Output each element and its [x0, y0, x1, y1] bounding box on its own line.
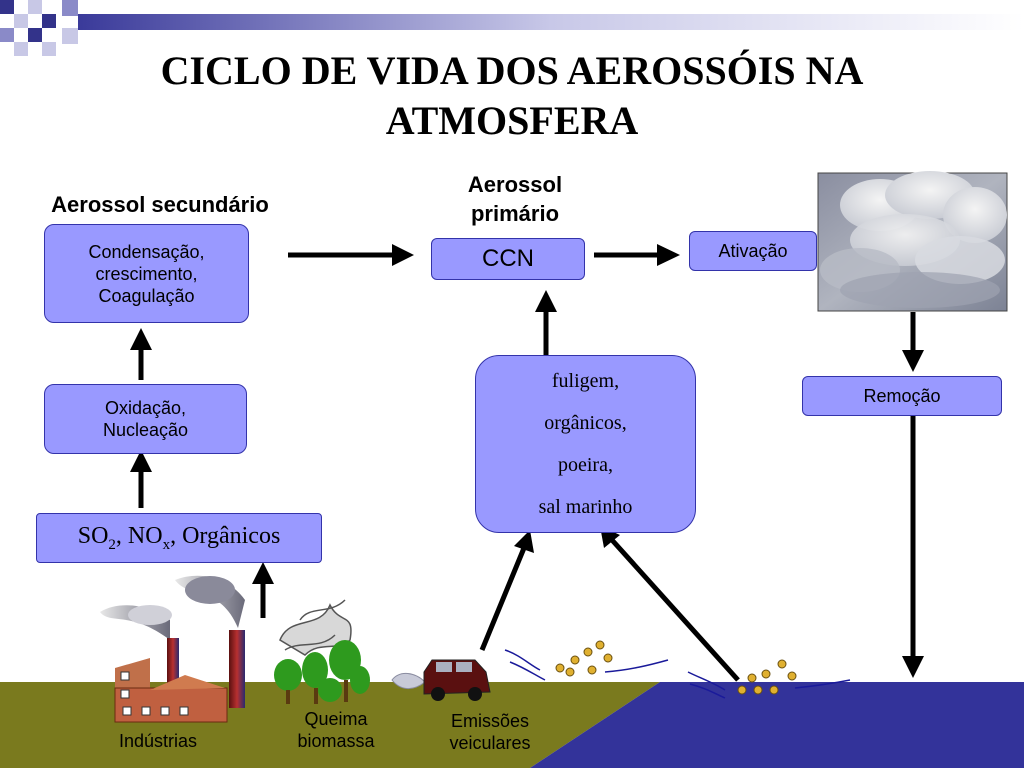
heading-primary-line-1: Aerossol	[467, 172, 563, 197]
condensacao-line-3: Coagulação	[98, 285, 195, 306]
top-bar	[78, 14, 1024, 30]
no-text: , NO	[115, 522, 163, 549]
cloud-image	[817, 171, 1008, 312]
so-subscript: 2	[108, 536, 116, 553]
wind-arrows	[504, 649, 851, 699]
primario-item-fuligem: fuligem,	[551, 370, 620, 392]
condensacao-line-1: Condensação,	[88, 241, 205, 262]
heading-primary-line-2: primário	[470, 201, 560, 226]
box-ativacao: Ativação	[689, 231, 817, 271]
condensacao-line-2: crescimento,	[95, 263, 198, 284]
label-queima-biomassa: Queima biomassa	[276, 708, 396, 752]
page-title: CICLO DE VIDA DOS AEROSSÓIS NA ATMOSFERA	[0, 46, 1024, 146]
biomass-fire-icon	[274, 599, 370, 704]
heading-primary-aerosol: Aerossol primário	[430, 170, 600, 228]
primario-item-organicos: orgânicos,	[544, 412, 627, 434]
primario-item-poeira: poeira,	[558, 454, 613, 476]
flow-arrows	[130, 244, 924, 682]
box-so2-nox-organicos: SO2, NOx, Orgânicos	[36, 513, 322, 563]
label-industrias: Indústrias	[118, 731, 198, 751]
emissoes-line-2: veiculares	[449, 733, 531, 753]
oxidacao-line-2: Nucleação	[102, 420, 189, 440]
so-text: SO	[77, 522, 109, 549]
heading-secondary-aerosol: Aerossol secundário	[51, 192, 269, 217]
box-primary-sources: fuligem, orgânicos, poeira, sal marinho	[475, 355, 696, 533]
box-remocao: Remoção	[802, 376, 1002, 416]
box-condensacao: Condensação, crescimento, Coagulação	[44, 224, 249, 323]
box-ccn: CCN	[431, 238, 585, 280]
label-emissoes-veiculares: Emissões veiculares	[425, 710, 555, 754]
particles	[555, 640, 797, 695]
car-icon	[391, 659, 491, 701]
no-subscript: x	[162, 536, 171, 553]
emissoes-line-1: Emissões	[450, 711, 530, 731]
factory-icon	[100, 575, 245, 723]
queima-line-1: Queima	[304, 709, 368, 729]
organicos-text: , Orgânicos	[170, 522, 281, 549]
queima-line-2: biomassa	[297, 731, 375, 751]
box-oxidacao: Oxidação, Nucleação	[44, 384, 247, 454]
primario-item-sal-marinho: sal marinho	[538, 496, 633, 518]
title-line-1: CICLO DE VIDA DOS AEROSSÓIS NA	[160, 48, 864, 93]
sea	[530, 682, 1024, 768]
oxidacao-line-1: Oxidação,	[104, 398, 187, 418]
title-line-2: ATMOSFERA	[385, 98, 639, 143]
